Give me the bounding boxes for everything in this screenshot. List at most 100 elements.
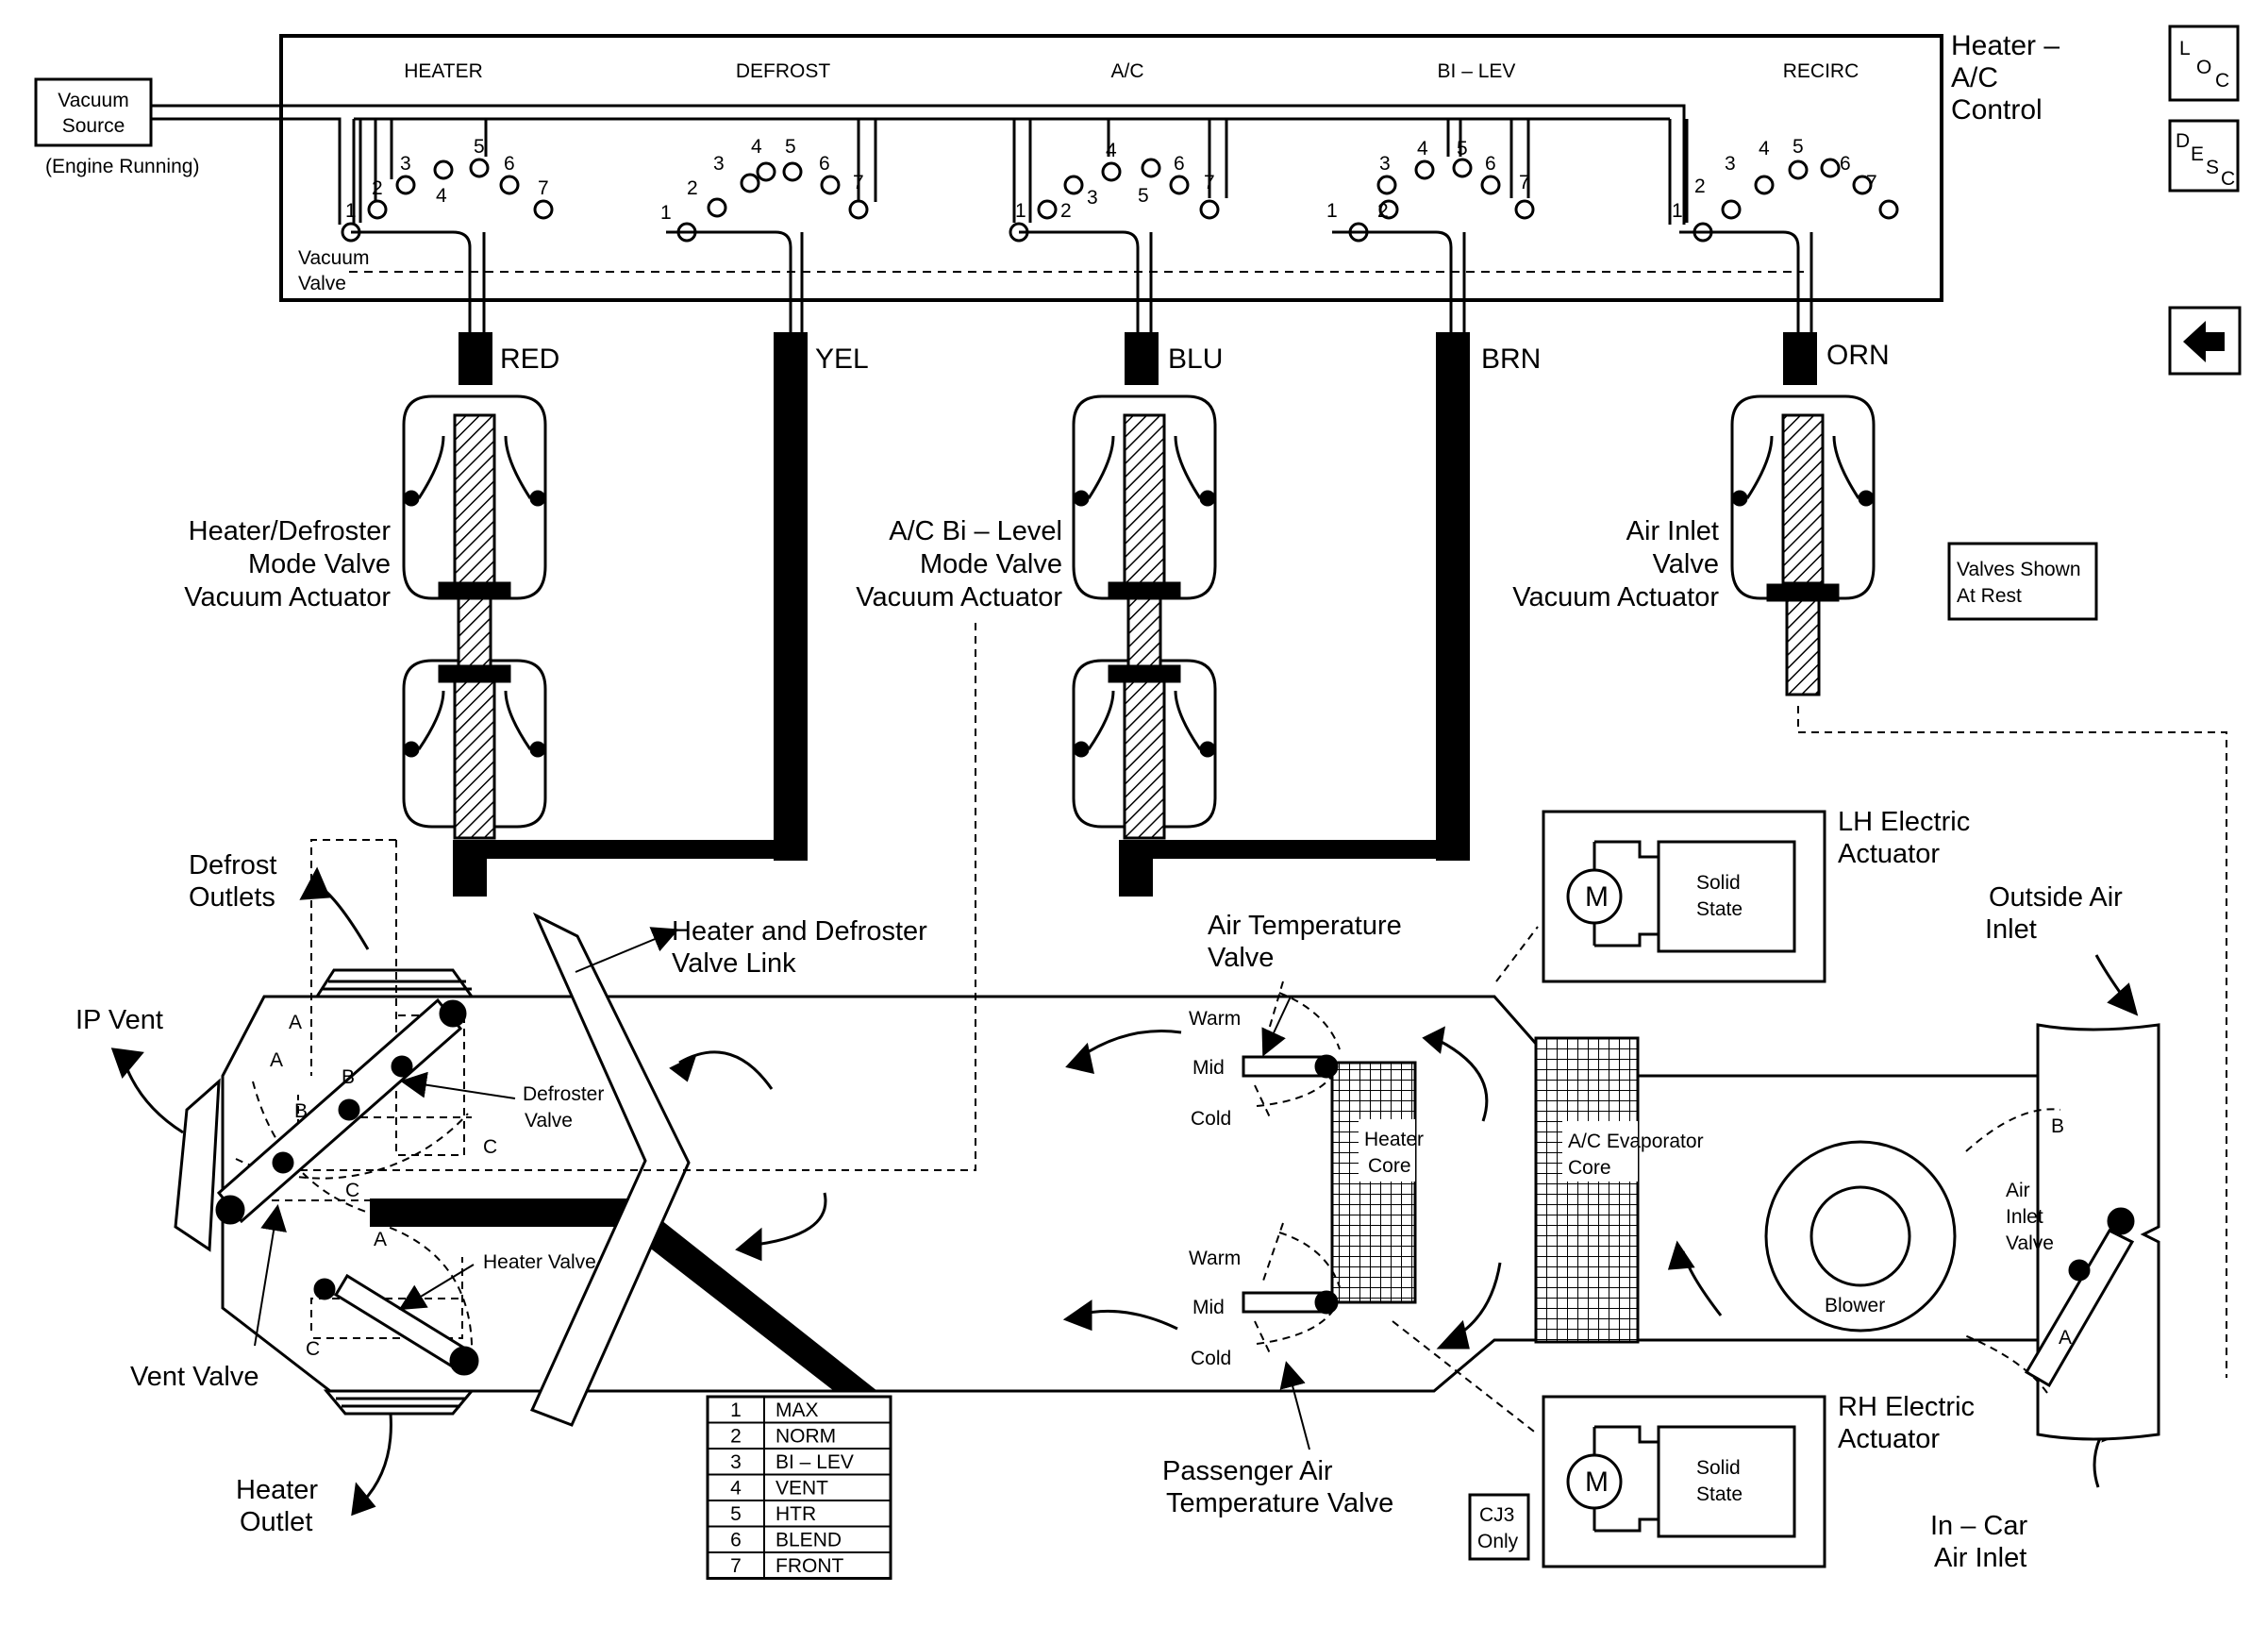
passenger-air-temp-valve-label: Passenger Air Temperature Valve <box>1162 1456 1393 1518</box>
svg-text:4: 4 <box>1759 138 1770 159</box>
legend-row-label: BLEND <box>775 1530 842 1551</box>
svg-text:B: B <box>323 1280 336 1301</box>
svg-text:Vacuum Actuator: Vacuum Actuator <box>1512 582 1719 612</box>
heater-baffle <box>370 1199 877 1391</box>
leader-lines <box>254 927 1310 1450</box>
lh-motor-glyph: M <box>1585 881 1609 913</box>
svg-text:4: 4 <box>1417 138 1428 159</box>
legend-row-number: 4 <box>730 1478 742 1500</box>
svg-text:Core: Core <box>1368 1155 1411 1177</box>
svg-text:6: 6 <box>504 153 515 175</box>
left-region-labels: Defrost Outlets IP Vent Vent Valve Heate… <box>75 850 927 1537</box>
legend-row: 4 VENT <box>708 1473 891 1500</box>
control-tubes <box>351 119 1813 332</box>
air-inlet-valve-labels: Air Inlet Valve B A <box>2006 1115 2072 1349</box>
mode-defrost: DEFROST <box>736 60 831 82</box>
svg-text:Source: Source <box>62 115 125 137</box>
svg-text:C: C <box>2221 168 2235 190</box>
legend-row: 3 BI – LEV <box>708 1448 891 1473</box>
svg-text:Heater: Heater <box>236 1475 318 1505</box>
desc-button[interactable]: D E S C <box>2168 119 2240 193</box>
heater-core: Heater Core <box>1330 1061 1424 1304</box>
svg-text:Heater: Heater <box>1364 1129 1424 1150</box>
svg-text:Heater –: Heater – <box>1951 30 2060 61</box>
heater-valve <box>313 1273 479 1376</box>
svg-text:C: C <box>2215 70 2229 92</box>
legend-row-label: BI – LEV <box>775 1451 854 1473</box>
svg-text:Cold: Cold <box>1191 1348 1231 1369</box>
svg-text:2: 2 <box>1377 200 1389 222</box>
svg-text:1: 1 <box>660 202 672 224</box>
svg-text:7: 7 <box>1519 172 1530 193</box>
hose-blu-label: BLU <box>1168 344 1223 375</box>
vent-valve-label: Vent Valve <box>130 1362 259 1392</box>
svg-text:C: C <box>306 1338 320 1360</box>
loc-button[interactable]: L O C <box>2168 25 2240 102</box>
svg-text:1: 1 <box>345 200 357 222</box>
valves-at-rest-note: Valves Shown At Rest <box>1947 542 2098 621</box>
legend-row-label: MAX <box>775 1400 819 1421</box>
lh-electric-actuator-labels: M Solid State LH Electric Actuator <box>1585 807 1970 920</box>
legend-row-label: VENT <box>775 1478 828 1500</box>
back-arrow-icon <box>2183 321 2225 362</box>
svg-text:Defroster: Defroster <box>523 1083 604 1105</box>
legend-row: 1 MAX <box>730 1400 818 1421</box>
svg-text:Valve: Valve <box>525 1110 573 1131</box>
svg-text:5: 5 <box>1457 138 1468 159</box>
svg-text:Outlets: Outlets <box>189 882 275 913</box>
svg-text:3: 3 <box>400 153 411 175</box>
svg-text:Solid: Solid <box>1696 872 1741 894</box>
svg-text:State: State <box>1696 898 1743 920</box>
cj3-only-note: CJ3 Only <box>1468 1493 1530 1561</box>
svg-text:6: 6 <box>1840 153 1851 175</box>
inlet-labels: Outside Air Inlet In – Car Air Inlet <box>1930 882 2123 1573</box>
hose-orn-label: ORN <box>1826 340 1890 371</box>
svg-text:Vacuum: Vacuum <box>58 90 128 111</box>
svg-text:Core: Core <box>1568 1157 1611 1179</box>
svg-text:3: 3 <box>1379 153 1391 175</box>
svg-text:5: 5 <box>1138 185 1149 207</box>
legend-row-number: 1 <box>730 1400 742 1421</box>
svg-text:4: 4 <box>751 136 762 158</box>
svg-text:7: 7 <box>1866 172 1877 193</box>
heater-defroster-actuator-label: Heater/Defroster Mode Valve Vacuum Actua… <box>184 516 391 612</box>
svg-text:A: A <box>2059 1327 2072 1349</box>
mode-ac: A/C <box>1110 60 1143 82</box>
ac-bilevel-actuator <box>1072 394 1217 840</box>
svg-text:A/C Bi – Level: A/C Bi – Level <box>889 516 1062 546</box>
svg-text:Mode Valve: Mode Valve <box>248 549 391 579</box>
mode-labels: HEATER DEFROST A/C BI – LEV RECIRC <box>404 60 1859 82</box>
svg-text:Temperature Valve: Temperature Valve <box>1166 1488 1393 1518</box>
svg-text:Passenger Air: Passenger Air <box>1162 1456 1333 1486</box>
svg-text:Valve: Valve <box>1208 943 1274 973</box>
mode-heater: HEATER <box>404 60 483 82</box>
vacuum-source: Vacuum Source (Engine Running) <box>34 77 199 177</box>
blower-label: Blower <box>1825 1295 1885 1316</box>
control-title: Heater – A/C Control <box>1951 30 2060 126</box>
svg-text:Outside Air: Outside Air <box>1989 882 2123 913</box>
port-numbers: 1 2 3 4 5 6 7 1 2 3 4 5 6 7 1 2 3 4 5 6 … <box>345 136 1877 224</box>
svg-text:Inlet: Inlet <box>2006 1206 2043 1228</box>
svg-text:Valve: Valve <box>2006 1232 2054 1254</box>
svg-text:2: 2 <box>1694 176 1706 197</box>
svg-text:Outlet: Outlet <box>240 1507 312 1537</box>
svg-text:A: A <box>270 1049 283 1071</box>
svg-text:2: 2 <box>1060 200 1072 222</box>
svg-text:Vacuum Actuator: Vacuum Actuator <box>184 582 391 612</box>
back-button[interactable] <box>2168 306 2242 376</box>
svg-text:Actuator: Actuator <box>1838 839 1940 869</box>
blower <box>1764 1140 1957 1333</box>
svg-text:Valve: Valve <box>298 273 346 294</box>
airflow-arrows <box>110 866 2139 1517</box>
legend-row-number: 2 <box>730 1426 742 1448</box>
svg-text:S: S <box>2206 157 2219 178</box>
svg-text:Inlet: Inlet <box>1985 914 2037 945</box>
svg-text:1: 1 <box>1326 200 1338 222</box>
legend-row-number: 3 <box>730 1451 742 1473</box>
vacuum-hoses: RED YEL BLU BRN ORN <box>453 332 1890 897</box>
rh-electric-actuator-labels: M Solid State RH Electric Actuator <box>1585 1392 1975 1505</box>
